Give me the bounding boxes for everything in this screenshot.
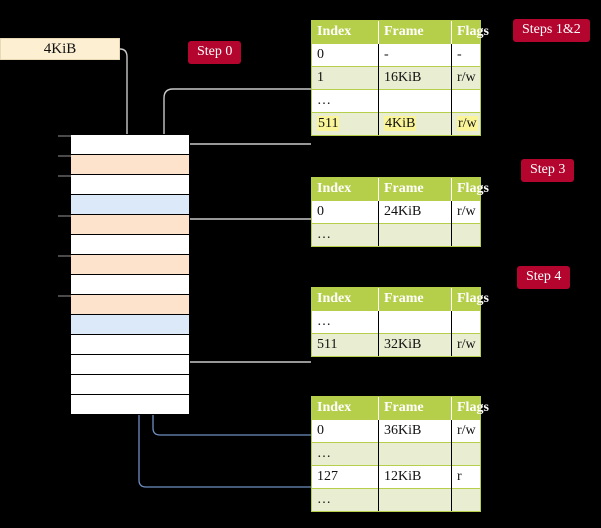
badge-step-4: Step 4 <box>517 266 571 289</box>
cell-frame: 32KiB <box>378 332 452 356</box>
memory-row-10 <box>71 335 189 355</box>
cell-flags <box>451 88 480 113</box>
column-header-index: Index <box>312 397 379 419</box>
cell-frame <box>378 309 452 334</box>
physical-memory-column <box>58 134 190 415</box>
cell-frame <box>378 88 452 113</box>
table-row: 0-- <box>312 42 480 67</box>
memory-row-4 <box>71 215 189 235</box>
memory-tick-0 <box>58 135 71 137</box>
cell-flags: - <box>451 42 480 67</box>
column-header-flags: Flags <box>451 178 489 200</box>
cell-frame <box>378 441 452 466</box>
cell-index: … <box>312 309 379 334</box>
cell-index: 511 <box>312 332 379 356</box>
cell-frame: 36KiB <box>378 418 452 443</box>
cell-index: 1 <box>312 65 379 90</box>
memory-row-3 <box>71 195 189 215</box>
cell-index: 0 <box>312 418 379 443</box>
cell-frame <box>378 488 452 512</box>
table-row: … <box>312 309 480 334</box>
badge-steps-1-2: Steps 1&2 <box>513 19 590 42</box>
memory-row-2 <box>71 175 189 195</box>
source-frame-box: 4KiB <box>0 38 120 60</box>
cell-index: 0 <box>312 199 379 224</box>
cell-flags <box>451 488 480 512</box>
cell-index: 127 <box>312 464 379 489</box>
memory-tick-4 <box>58 215 71 217</box>
memory-row-1 <box>71 155 189 175</box>
table-row: … <box>312 88 480 113</box>
cell-flags: r/w <box>451 418 480 443</box>
cell-index: 0 <box>312 42 379 67</box>
column-header-frame: Frame <box>378 21 452 43</box>
cell-flags <box>451 222 480 246</box>
memory-row-8 <box>71 295 189 315</box>
memory-row-13 <box>71 395 189 415</box>
wire-step0-source-to-memory <box>119 48 134 150</box>
cell-flags: r/w <box>451 332 480 356</box>
cell-index: … <box>312 441 379 466</box>
memory-tick-8 <box>58 295 71 297</box>
cell-flags: r <box>451 464 480 489</box>
column-header-index: Index <box>312 21 379 43</box>
memory-row-0 <box>71 135 189 155</box>
memory-row-7 <box>71 275 189 295</box>
memory-tick-2 <box>58 175 71 177</box>
cell-flags: r/w <box>451 112 480 136</box>
cell-flags <box>451 309 480 334</box>
column-header-frame: Frame <box>378 288 452 310</box>
table-row: … <box>312 441 480 466</box>
memory-row-12 <box>71 375 189 395</box>
memory-row-11 <box>71 355 189 375</box>
cell-frame: 16KiB <box>378 65 452 90</box>
column-header-frame: Frame <box>378 397 452 419</box>
cell-index: 511 <box>312 112 379 136</box>
column-header-index: Index <box>312 178 379 200</box>
badge-step-0: Step 0 <box>188 41 242 64</box>
column-header-flags: Flags <box>451 288 489 310</box>
memory-row-9 <box>71 315 189 335</box>
column-header-frame: Frame <box>378 178 452 200</box>
cell-frame: - <box>378 42 452 67</box>
cell-frame <box>378 222 452 246</box>
column-header-flags: Flags <box>451 21 489 43</box>
column-header-index: Index <box>312 288 379 310</box>
table-row: … <box>312 488 480 512</box>
cell-frame: 4KiB <box>378 112 452 136</box>
table-row: … <box>312 222 480 246</box>
cell-index: … <box>312 222 379 246</box>
cell-frame: 12KiB <box>378 464 452 489</box>
memory-row-6 <box>71 255 189 275</box>
cell-frame: 24KiB <box>378 199 452 224</box>
memory-tick-6 <box>58 255 71 257</box>
column-header-flags: Flags <box>451 397 489 419</box>
memory-row-5 <box>71 235 189 255</box>
cell-flags: r/w <box>451 65 480 90</box>
cell-flags <box>451 441 480 466</box>
cell-index: … <box>312 88 379 113</box>
memory-tick-1 <box>58 155 71 157</box>
badge-step-3: Step 3 <box>521 159 575 182</box>
cell-flags: r/w <box>451 199 480 224</box>
cell-index: … <box>312 488 379 512</box>
